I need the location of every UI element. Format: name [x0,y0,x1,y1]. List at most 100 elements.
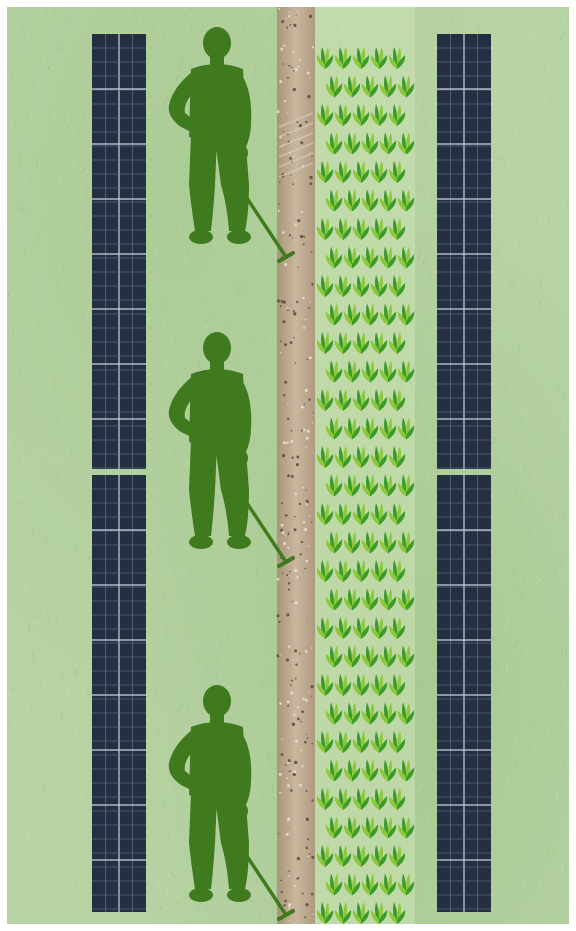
seedling-icon [352,218,370,240]
seedling-icon [379,360,397,383]
worker-silhouette-icon [168,332,295,568]
seedling-icon [361,645,379,668]
seedling-icon [370,560,388,582]
seedling-icon [361,759,379,782]
solar-panel-row-right [437,34,491,912]
solar-panel-icon [92,34,146,469]
seedling-icon [370,389,388,411]
seedling-icon [361,189,379,212]
scene-canvas [7,7,569,924]
worker-silhouette-icon [168,685,295,921]
seedling-icon [379,246,397,269]
seedling-icon [334,560,352,582]
seedling-icon [370,218,388,240]
seedling-icon [334,104,352,126]
seedling-icon [352,332,370,354]
seedling-icon [388,560,406,582]
seedling-icon [397,132,415,155]
seedling-icon [388,731,406,753]
seedling-icon [343,645,361,668]
seedling-icon [388,617,406,639]
seedling-icon [316,332,334,354]
seedling-icon [361,816,379,839]
seedling-icon [325,189,343,212]
seedling-icon [325,132,343,155]
seedling-icon [370,275,388,297]
seedling-icon [379,588,397,611]
seedling-icon [379,531,397,554]
seedling-icon [388,902,406,924]
seedling-icon [352,674,370,696]
seedling-icon [334,218,352,240]
seedling-icon [397,474,415,497]
seedling-icon [388,332,406,354]
seedling-icon [379,417,397,440]
seedling-icon [325,75,343,98]
seedling-icon [361,303,379,326]
seedling-icon [316,617,334,639]
seedling-icon [325,588,343,611]
seedling-icon [316,845,334,867]
seedling-icon [388,218,406,240]
seedling-icon [325,702,343,725]
seedling-icon [370,332,388,354]
seedling-icon [388,446,406,468]
seedling-icon [379,189,397,212]
seedling-icon [397,588,415,611]
seedling-icon [325,246,343,269]
seedling-icon [334,503,352,525]
seedling-icon [325,873,343,896]
seedling-icon [361,531,379,554]
rake-icon [223,468,295,568]
seedling-icon [334,788,352,810]
seedling-icon [388,161,406,183]
seedling-icon [343,531,361,554]
seedling-icon [370,47,388,69]
seedling-icon [316,389,334,411]
seedling-icon [334,446,352,468]
seedling-icon [334,275,352,297]
seedling-icon [334,389,352,411]
seedling-icon [343,816,361,839]
seedling-icon [334,617,352,639]
seedling-icon [352,503,370,525]
seedling-icon [388,788,406,810]
seedling-icon [352,845,370,867]
seedling-icon [361,132,379,155]
seedling-icon [316,161,334,183]
rake-icon [223,163,295,263]
seedling-icon [316,788,334,810]
seedling-icon [361,873,379,896]
seedling-icon [397,246,415,269]
seedling-icon [325,417,343,440]
seedling-icon [370,845,388,867]
seedling-icon [343,75,361,98]
seedling-icon [352,560,370,582]
seedling-icon [325,360,343,383]
seedling-icon [316,446,334,468]
seedling-icon [325,531,343,554]
seedling-icon [352,275,370,297]
seedling-icon [334,845,352,867]
seedling-icon [370,161,388,183]
solar-panel-row-left [92,34,146,912]
seedling-icon [361,702,379,725]
seedling-icon [379,75,397,98]
seedling-icon [379,873,397,896]
seedling-icon [316,104,334,126]
seedling-icon [379,759,397,782]
seedling-icon [343,588,361,611]
solar-panel-icon [437,475,491,912]
seedling-icon [343,303,361,326]
seedling-icon [397,702,415,725]
seedling-icon [325,759,343,782]
seedling-icon [316,731,334,753]
seedling-icon [379,702,397,725]
seedling-icon [388,845,406,867]
seedling-icon [388,389,406,411]
seedling-icon [361,75,379,98]
seedling-icon [397,75,415,98]
seedling-icon [334,161,352,183]
solar-panel-icon [437,34,491,469]
seedling-icon [352,902,370,924]
